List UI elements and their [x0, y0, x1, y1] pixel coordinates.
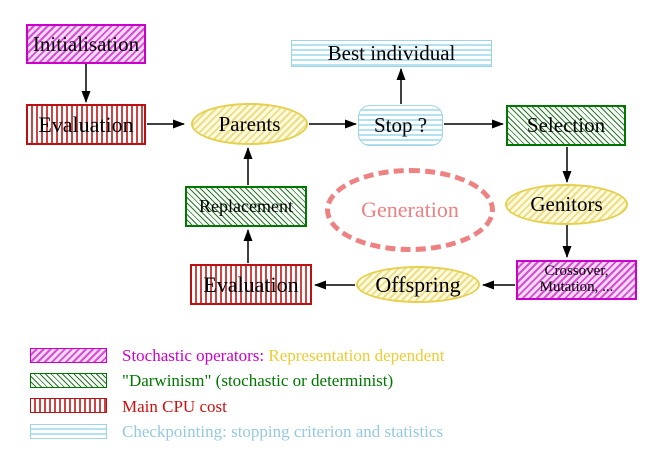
legend-swatch-cpu [30, 398, 107, 413]
node-offspring: Offspring [356, 266, 480, 303]
crossover-line1: Crossover, [544, 263, 609, 280]
node-evaluation-bottom: Evaluation [190, 264, 312, 305]
legend-label-cpu: Main CPU cost [122, 397, 227, 416]
crossover-line2: Mutation, ... [539, 279, 614, 295]
legend-swatch-darwinism [30, 373, 107, 388]
legend-label-stochastic: Stochastic operators: Representation dep… [122, 346, 444, 365]
node-parents: Parents [191, 103, 308, 145]
legend-label-stochastic-extra: Representation dependent [268, 346, 445, 365]
legend-swatch-checkpointing [30, 424, 107, 439]
node-replacement: Replacement [185, 186, 307, 227]
legend-label-stochastic-main: Stochastic operators: [122, 346, 265, 365]
node-genitors: Genitors [505, 184, 628, 225]
node-generation: Generation [325, 168, 495, 252]
node-best-individual: Best individual [291, 40, 492, 67]
node-evaluation-top: Evaluation [26, 104, 146, 145]
node-initialisation: Initialisation [26, 24, 146, 64]
legend-label-checkpointing: Checkpointing: stopping criterion and st… [122, 422, 444, 441]
legend-swatch-stochastic [30, 348, 107, 363]
node-crossover-mutation: Crossover, Mutation, ... [516, 260, 637, 300]
legend-label-darwinism: "Darwinism" (stochastic or determinist) [122, 371, 394, 390]
node-selection: Selection [506, 105, 626, 146]
node-stop: Stop ? [358, 105, 443, 146]
